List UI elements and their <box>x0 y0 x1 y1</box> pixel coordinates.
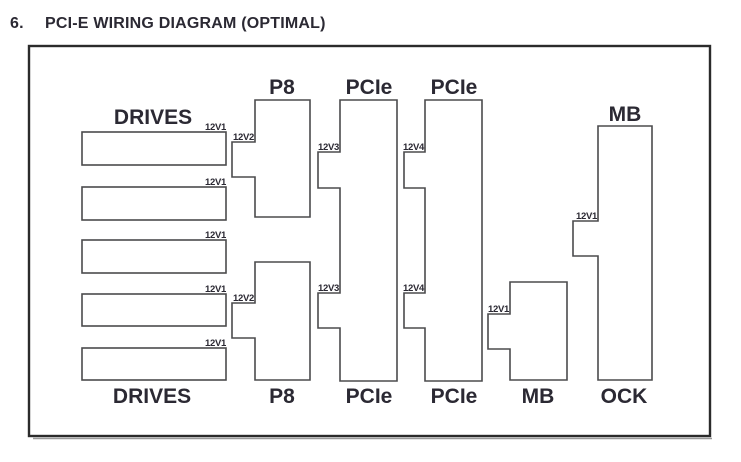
drive-bay-rect-5 <box>81 347 227 381</box>
rail-drive3-12v1: 12V1 <box>205 230 227 241</box>
rail-pcie2-bottom-12v4: 12V4 <box>403 283 425 294</box>
section-title-text: PCI-E WIRING DIAGRAM (OPTIMAL) <box>45 15 326 32</box>
ock-connector <box>572 125 653 381</box>
rail-drive5-12v1: 12V1 <box>205 338 227 349</box>
rail-drive4-12v1: 12V1 <box>205 284 227 295</box>
drive-bay-rect-2 <box>81 186 227 221</box>
drive-bay-rect-4 <box>81 293 227 327</box>
label-mb-bottom: MB <box>522 385 555 408</box>
label-pcie1-bottom: PCIe <box>346 385 393 408</box>
label-pcie2-bottom: PCIe <box>431 385 478 408</box>
label-ock-bottom: OCK <box>601 385 648 408</box>
label-mb-top: MB <box>609 103 642 126</box>
rail-pcie2-top-12v4: 12V4 <box>403 142 425 153</box>
pcie-connector-2 <box>403 99 483 382</box>
label-pcie1-top: PCIe <box>346 76 393 99</box>
rail-pcie1-bottom-12v3: 12V3 <box>318 283 339 294</box>
label-p8-top: P8 <box>269 76 295 99</box>
label-p8-bottom: P8 <box>269 385 295 408</box>
rail-drive1-12v1: 12V1 <box>205 122 227 133</box>
rail-p8-top-12v2: 12V2 <box>233 132 254 143</box>
pcie-connector-1 <box>317 99 398 382</box>
section-title: 6. PCI-E WIRING DIAGRAM (OPTIMAL) <box>0 15 741 35</box>
label-pcie2-top: PCIe <box>431 76 478 99</box>
mb-connector <box>487 281 568 381</box>
label-drives-top: DRIVES <box>114 106 192 129</box>
rail-pcie1-top-12v3: 12V3 <box>318 142 339 153</box>
rail-ock-12v1: 12V1 <box>576 211 598 222</box>
rail-p8-bottom-12v2: 12V2 <box>233 293 254 304</box>
rail-mb-12v1: 12V1 <box>488 304 510 315</box>
p8-bottom-connector <box>231 261 311 381</box>
drive-bay-rect-1 <box>81 131 227 166</box>
rail-drive2-12v1: 12V1 <box>205 177 227 188</box>
label-drives-bottom: DRIVES <box>113 385 191 408</box>
section-number: 6. <box>10 15 24 32</box>
p8-top-connector <box>231 99 311 218</box>
drive-bay-rect-3 <box>81 239 227 274</box>
